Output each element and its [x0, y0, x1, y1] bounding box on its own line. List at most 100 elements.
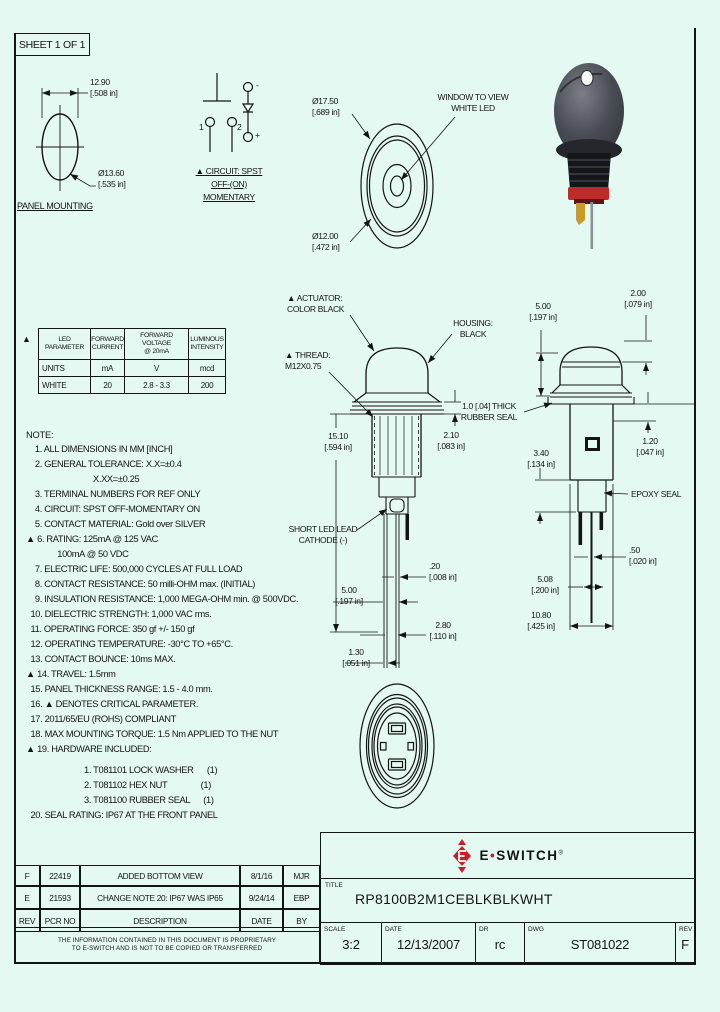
title-block-bottom-row: SCALE 3:2 DATE 12/13/2007 DR rc DWG ST08… — [321, 923, 694, 964]
circuit-caption-line2: OFF-(ON) — [211, 179, 247, 189]
note-line: ▲ 6. RATING: 125mA @ 125 VAC — [26, 534, 158, 544]
led-table-cell: 200 — [188, 376, 226, 394]
revision-by-cell: MJR — [283, 865, 320, 886]
note-line: 100mA @ 50 VDC — [26, 549, 129, 559]
note-line: 13. CONTACT BOUNCE: 10ms MAX. — [26, 654, 176, 664]
revision-desc-cell: CHANGE NOTE 20: IP67 WAS IP65 — [80, 886, 240, 909]
topview-window-label: WINDOW TO VIEW WHITE LED — [437, 92, 509, 113]
drawing-number-cell: DWG ST081022 — [525, 923, 676, 964]
height-dim: 15.10 [.594 in] — [317, 431, 359, 452]
led-table-cell: V — [124, 359, 189, 377]
title-block: E•SWITCH® TITLE RP8100B2M1CEBLKBLKWHT SC… — [320, 832, 695, 965]
led-table-cell: 20 — [90, 376, 125, 394]
drafter-cell: DR rc — [476, 923, 525, 964]
note-line: 9. INSULATION RESISTANCE: 1,000 MEGA-OHM… — [26, 594, 299, 604]
note-line: X.XX=±0.25 — [26, 474, 140, 484]
drafter-label: DR — [479, 926, 489, 933]
sideview-cap-dim: 2.00 [.079 in] — [624, 288, 652, 309]
scale-label: SCALE — [324, 926, 346, 933]
brand-registered-mark: ® — [558, 850, 565, 857]
epoxy-seal-label: EPOXY SEAL — [631, 489, 682, 499]
led-table-cell: mA — [90, 359, 125, 377]
note-line: 20. SEAL RATING: IP67 AT THE FRONT PANEL — [26, 810, 218, 820]
revision-table: F 22419 ADDED BOTTOM VIEW 8/1/16 MJR E 2… — [14, 865, 320, 932]
revision-pcr-cell: 21593 — [40, 886, 80, 909]
revision-pcr-cell: PCR NO — [40, 909, 80, 932]
bottom-view — [359, 683, 435, 809]
note-line: 17. 2011/65/EU (ROHS) COMPLIANT — [26, 714, 176, 724]
revision-pcr-cell: 22419 — [40, 865, 80, 886]
brand-e: E — [479, 848, 491, 863]
notes-title: NOTE: — [26, 430, 54, 440]
disclaimer-line2: TO E-SWITCH AND IS NOT TO BE COPIED OR T… — [71, 945, 263, 952]
revision-desc-cell: ADDED BOTTOM VIEW — [80, 865, 240, 886]
note-line: 2. GENERAL TOLERANCE: X.X=±0.4 — [26, 459, 182, 469]
note-line: 3. T081100 RUBBER SEAL (1) — [26, 795, 214, 805]
note-line: 11. OPERATING FORCE: 350 gf +/- 150 gf — [26, 624, 195, 634]
note-line: ▲ 19. HARDWARE INCLUDED: — [26, 744, 152, 754]
panel-width-dim: 12.90 [.508 in] — [90, 77, 118, 98]
frame-left — [14, 33, 16, 963]
rubber-seal-note: 1.0 [.04] THICK RUBBER SEAL — [460, 401, 518, 422]
led-table-critical-marker: ▲ — [22, 334, 31, 344]
revision-rev-cell: E — [14, 886, 40, 909]
brand-row: E•SWITCH® — [321, 833, 694, 879]
frame-bottom — [14, 962, 696, 964]
scale-cell: SCALE 3:2 — [321, 923, 382, 964]
lead-width-dim: .20 [.008 in] — [429, 561, 457, 582]
note-line: 4. CIRCUIT: SPST OFF-MOMENTARY ON — [26, 504, 200, 514]
title-row: TITLE RP8100B2M1CEBLKBLKWHT — [321, 879, 694, 923]
date-cell: DATE 12/13/2007 — [382, 923, 476, 964]
led-table-cell: WHITE — [38, 376, 91, 394]
revision-rev-cell: REV — [14, 909, 40, 932]
sideview-lip-dim: 1.20 [.047 in] — [636, 436, 664, 457]
note-line: 7. ELECTRIC LIFE: 500,000 CYCLES AT FULL… — [26, 564, 243, 574]
proprietary-disclaimer: THE INFORMATION CONTAINED IN THIS DOCUME… — [14, 927, 320, 963]
revision-date-cell: DATE — [240, 909, 283, 932]
note-line: 2. T081102 HEX NUT (1) — [26, 780, 211, 790]
circuit-pin1-label: 1 — [199, 122, 204, 132]
note-line: 16. ▲ DENOTES CRITICAL PARAMETER. — [26, 699, 199, 709]
brand-dot: • — [490, 848, 497, 863]
note-line: 8. CONTACT RESISTANCE: 50 milli-OHM max.… — [26, 579, 256, 589]
sheet-number-box: SHEET 1 OF 1 — [14, 33, 90, 56]
drawing-number-value: ST081022 — [570, 937, 630, 952]
led-lead-spacing-dim: 2.80 [.110 in] — [429, 620, 457, 641]
circuit-caption-line1: ▲ CIRCUIT: SPST — [195, 166, 263, 176]
circuit-schematic — [203, 73, 255, 152]
revision-rev-cell: F — [14, 865, 40, 886]
led-table-header-voltage: FORWARD VOLTAGE @ 20mA — [124, 328, 189, 360]
led-table-row: UNITS mA V mcd — [38, 359, 226, 377]
brand-wordmark: E•SWITCH® — [480, 848, 565, 863]
sideview-flange-dim: 3.40 [.134 in] — [527, 448, 555, 469]
panel-mounting-caption: PANEL MOUNTING — [17, 201, 93, 211]
led-table-header-intensity: LUMINOUS INTENSITY — [188, 328, 226, 360]
note-line: 12. OPERATING TEMPERATURE: -30°C TO +65°… — [26, 639, 233, 649]
cathode-label: SHORT LED LEAD CATHODE (-) — [288, 524, 358, 545]
note-line: 18. MAX MOUNTING TORQUE: 1.5 Nm APPLIED … — [26, 729, 279, 739]
disclaimer-line1: THE INFORMATION CONTAINED IN THIS DOCUME… — [57, 937, 277, 944]
sideview-dome-dim: 5.00 [.197 in] — [529, 301, 557, 322]
date-label: DATE — [385, 926, 402, 933]
actuator-label: ▲ ACTUATOR: COLOR BLACK — [287, 293, 345, 314]
drawing-number-label: DWG — [528, 926, 544, 933]
front-view — [329, 314, 461, 668]
led-table-header-parameter: LED PARAMETER — [38, 328, 91, 360]
revision-date-cell: 8/1/16 — [240, 865, 283, 886]
circuit-caption-line3: MOMENTARY — [203, 192, 255, 202]
topview-inner-dia-dim: Ø12.00 [.472 in] — [312, 231, 340, 252]
led-table-cell: mcd — [188, 359, 226, 377]
top-view — [349, 113, 456, 249]
note-line: 1. T081101 LOCK WASHER (1) — [26, 765, 218, 775]
revision-cell: REV F — [676, 923, 694, 964]
notes-list: 1. ALL DIMENSIONS IN MM [INCH] 2. GENERA… — [26, 442, 326, 823]
panel-mounting-view — [36, 88, 96, 191]
lead-spacing-dim: 5.00 [.197 in] — [335, 585, 363, 606]
notes-section: NOTE: 1. ALL DIMENSIONS IN MM [INCH] 2. … — [26, 430, 326, 829]
eswitch-logo-icon — [452, 838, 471, 873]
led-table-cell: 2.8 - 3.3 — [124, 376, 189, 394]
led-table-header-current: FORWARD CURRENT — [90, 328, 125, 360]
note-line: ▲ 14. TRAVEL: 1.5mm — [26, 669, 116, 679]
pin-thickness-dim: .50 [.020 in] — [629, 545, 657, 566]
